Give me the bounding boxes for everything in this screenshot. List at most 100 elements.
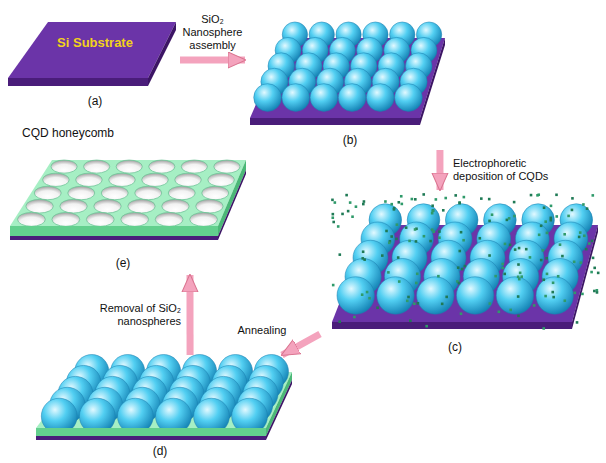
quantum-dot [355, 205, 358, 208]
quantum-dot [463, 196, 466, 199]
quantum-dot [332, 284, 335, 287]
honeycomb-pore [86, 212, 114, 226]
quantum-dot [341, 213, 344, 216]
front-face [36, 428, 266, 436]
quantum-dot [381, 254, 384, 257]
quantum-dot [597, 272, 600, 275]
honeycomb-pore [155, 212, 183, 226]
quantum-dot [338, 320, 341, 323]
front-face [10, 226, 218, 236]
side-face [218, 160, 246, 236]
front-face [36, 436, 266, 440]
quantum-dot [578, 236, 581, 239]
quantum-dot [396, 223, 399, 226]
honeycomb-pore [60, 199, 87, 213]
quantum-dot [489, 302, 492, 305]
quantum-dot [415, 240, 418, 243]
quantum-dot [445, 296, 448, 299]
quantum-dot [508, 217, 511, 220]
quantum-dot [458, 250, 461, 253]
quantum-dot [368, 297, 371, 300]
quantum-dot [585, 248, 588, 251]
quantum-dot [517, 295, 520, 298]
honeycomb-pore [94, 199, 121, 213]
quantum-dot [454, 194, 457, 197]
quantum-dot [438, 236, 441, 239]
quantum-dot [514, 248, 517, 251]
honeycomb-pore [181, 160, 207, 173]
quantum-dot [405, 226, 408, 229]
quantum-dot [363, 258, 366, 261]
quantum-dot [422, 193, 425, 196]
quantum-dot [571, 209, 574, 212]
quantum-dot [390, 235, 393, 238]
quantum-dot [530, 194, 533, 197]
quantum-dot [544, 295, 547, 298]
quantum-dot [460, 231, 463, 234]
panel-letter: (b) [343, 133, 358, 147]
front-face [332, 322, 572, 329]
quantum-dot [574, 292, 577, 295]
panel-letter: (d) [153, 444, 168, 458]
honeycomb-pore [52, 212, 80, 226]
quantum-dot [431, 228, 434, 231]
step-label: Annealing [237, 324, 288, 337]
quantum-dot [387, 271, 390, 274]
process-panel: CQD honeycomb(e) [5, 122, 250, 275]
process-panel: (c) [320, 190, 605, 360]
quantum-dot [431, 209, 434, 212]
quantum-dot [576, 321, 579, 324]
quantum-dot [517, 263, 520, 266]
honeycomb-pore [51, 160, 77, 173]
quantum-dot [513, 201, 516, 204]
panel-e-art [10, 160, 246, 240]
quantum-dot [494, 275, 497, 278]
quantum-dot [563, 233, 566, 236]
quantum-dot [417, 302, 420, 305]
side-face [148, 22, 176, 86]
honeycomb-pore [76, 173, 103, 186]
quantum-dot [409, 319, 412, 322]
quantum-dot [582, 203, 585, 206]
quantum-dot [517, 315, 520, 318]
quantum-dot [580, 261, 583, 264]
honeycomb-pore [121, 212, 149, 226]
quantum-dot [411, 198, 414, 201]
quantum-dot [362, 250, 365, 253]
quantum-dot [363, 200, 366, 203]
quantum-dot [557, 275, 560, 278]
side-face [420, 38, 445, 125]
quantum-dot [462, 239, 465, 242]
quantum-dot [542, 327, 545, 330]
side-face [572, 225, 598, 329]
process-panel: Si Substrate(a) [5, 10, 180, 112]
process-arrow [436, 150, 443, 190]
quantum-dot [415, 282, 418, 285]
quantum-dot [457, 266, 460, 269]
panel-letter: (a) [88, 94, 103, 108]
quantum-dot [407, 296, 410, 299]
quantum-dot [388, 242, 391, 245]
process-panel: (d) [30, 355, 295, 461]
honeycomb-pore [135, 186, 162, 200]
quantum-dot [423, 235, 426, 238]
honeycomb-pore [43, 173, 70, 186]
quantum-dot [542, 249, 545, 252]
quantum-dot [480, 197, 483, 200]
honeycomb-pore [101, 186, 128, 200]
quantum-dot [537, 193, 540, 196]
panel-c-art [331, 193, 599, 330]
panel-a-art [8, 22, 176, 86]
quantum-dot [390, 203, 393, 206]
quantum-dot [401, 203, 404, 206]
quantum-dot [458, 202, 461, 205]
honeycomb-pore [175, 173, 202, 186]
quantum-dot [441, 303, 444, 306]
quantum-dot [581, 293, 584, 296]
quantum-dot [438, 230, 441, 233]
quantum-dot [579, 231, 582, 234]
process-arrow [282, 334, 320, 355]
quantum-dot [488, 198, 491, 201]
honeycomb-pore [196, 199, 223, 213]
